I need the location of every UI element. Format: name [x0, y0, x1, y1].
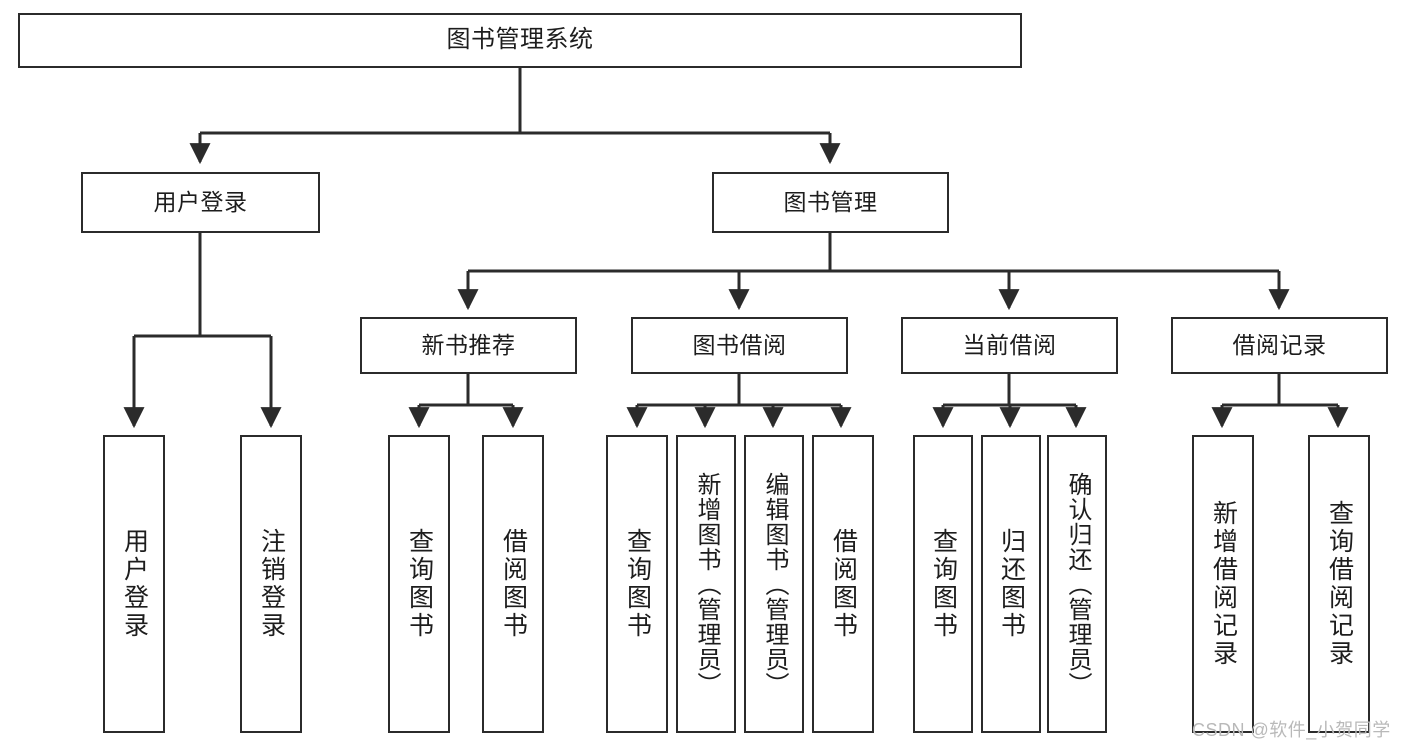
node-label: 图书管理 [783, 188, 878, 215]
node-label: 用户登录 [153, 188, 248, 215]
node-label: 用户登录 [120, 528, 149, 640]
node-label: 新增图书（管理员） [693, 471, 720, 697]
leaf-return-book[interactable]: 归还图书 [981, 435, 1041, 733]
node-label: 借阅记录 [1232, 331, 1327, 358]
leaf-edit-book-admin[interactable]: 编辑图书（管理员） [744, 435, 804, 733]
csdn-watermark: CSDN @软件_小贺同学 [1192, 720, 1391, 740]
node-label: 当前借阅 [962, 331, 1057, 358]
node-label: 注销登录 [257, 528, 286, 640]
node-book-borrow[interactable]: 图书借阅 [631, 317, 848, 374]
leaf-user-login[interactable]: 用户登录 [103, 435, 165, 733]
node-label: 新书推荐 [421, 331, 516, 358]
node-borrow-record[interactable]: 借阅记录 [1171, 317, 1388, 374]
node-user-login[interactable]: 用户登录 [81, 172, 320, 233]
node-book-management[interactable]: 图书管理 [712, 172, 949, 233]
node-label: 借阅图书 [499, 528, 528, 640]
leaf-borrow-book[interactable]: 借阅图书 [812, 435, 874, 733]
node-root-book-management-system[interactable]: 图书管理系统 [18, 13, 1022, 68]
leaf-query-book-current[interactable]: 查询图书 [913, 435, 973, 733]
node-label: 新增借阅记录 [1209, 500, 1238, 668]
leaf-add-borrow-record[interactable]: 新增借阅记录 [1192, 435, 1254, 733]
node-label: 查询图书 [623, 528, 652, 640]
node-label: 编辑图书（管理员） [761, 471, 788, 697]
node-label: 查询借阅记录 [1325, 500, 1354, 668]
node-current-borrow[interactable]: 当前借阅 [901, 317, 1118, 374]
leaf-query-borrow-record[interactable]: 查询借阅记录 [1308, 435, 1370, 733]
node-label: 借阅图书 [829, 528, 858, 640]
leaf-logout[interactable]: 注销登录 [240, 435, 302, 733]
node-label: 图书管理系统 [446, 26, 594, 54]
node-label: 查询图书 [929, 528, 958, 640]
leaf-query-book-recommend[interactable]: 查询图书 [388, 435, 450, 733]
leaf-add-book-admin[interactable]: 新增图书（管理员） [676, 435, 736, 733]
node-label: 确认归还（管理员） [1064, 471, 1091, 697]
node-label: 归还图书 [997, 528, 1026, 640]
node-new-book-recommend[interactable]: 新书推荐 [360, 317, 577, 374]
leaf-query-book-borrow[interactable]: 查询图书 [606, 435, 668, 733]
node-label: 查询图书 [405, 528, 434, 640]
leaf-borrow-book-recommend[interactable]: 借阅图书 [482, 435, 544, 733]
leaf-confirm-return-admin[interactable]: 确认归还（管理员） [1047, 435, 1107, 733]
node-label: 图书借阅 [692, 331, 787, 358]
